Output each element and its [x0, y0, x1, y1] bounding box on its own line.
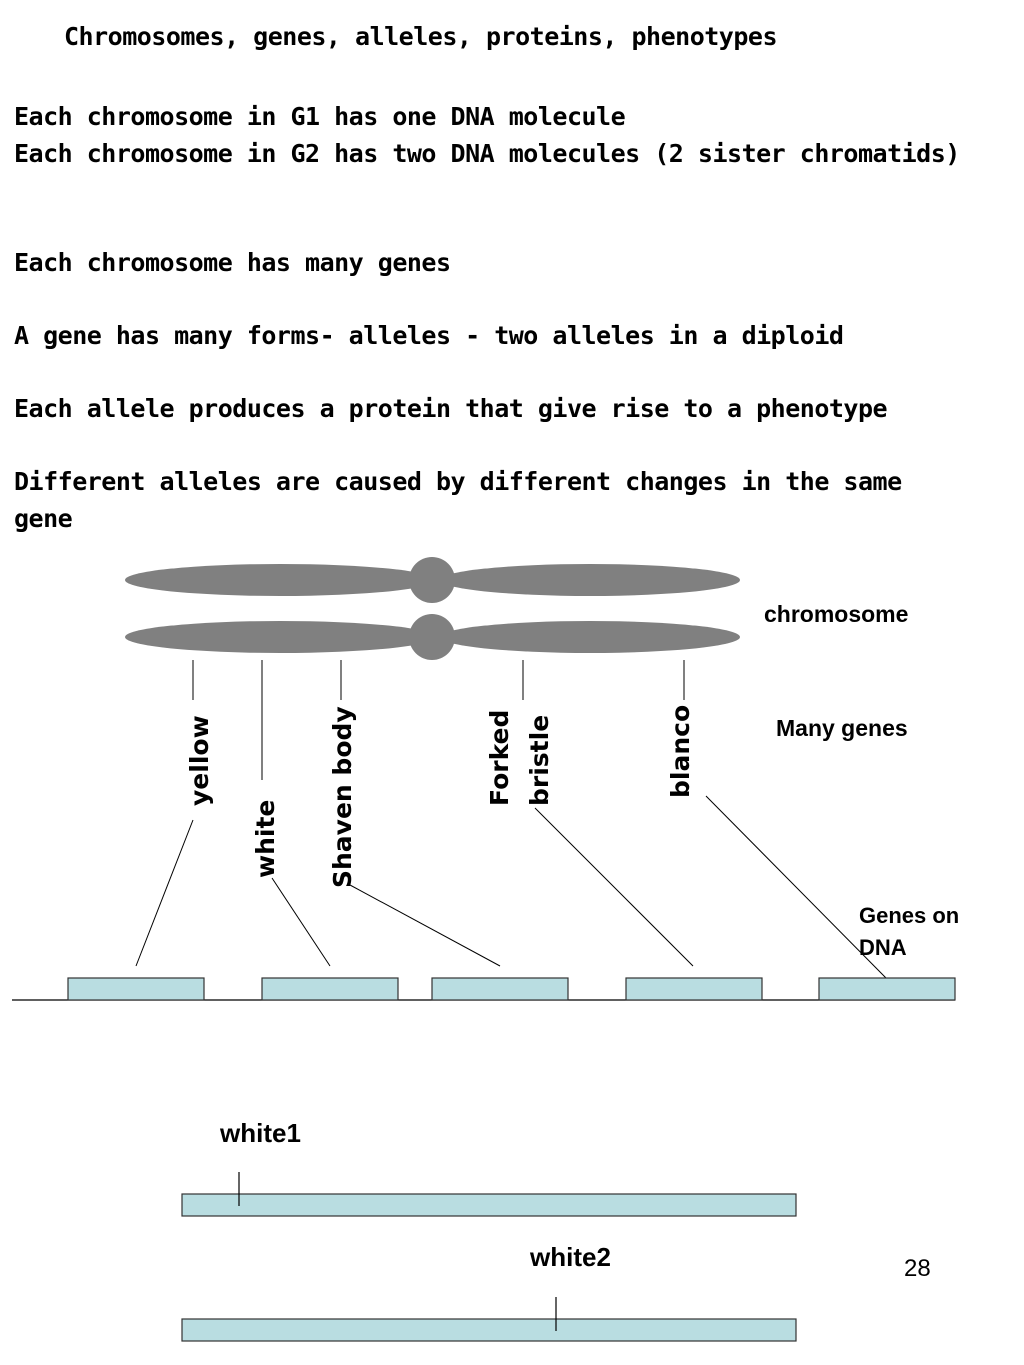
allele-boxes [181, 1193, 797, 1342]
paragraph-different-alleles: Different alleles are caused by differen… [14, 467, 902, 533]
paragraph-many-genes: Each chromosome has many genes [14, 248, 451, 277]
genes-on-dna-label: Genes on DNA [859, 903, 960, 960]
gene-label-forked: Forked [485, 709, 514, 806]
gene-label-blanco: blanco [666, 704, 695, 798]
paragraph-protein-phenotype: Each allele produces a protein that give… [14, 394, 888, 423]
gene-box-shaven [431, 977, 569, 1001]
page-number: 28 [904, 1255, 931, 1282]
gene-label-bristle: bristle [525, 714, 554, 806]
allele-label-white1: white1 [220, 1118, 301, 1148]
gene-label-yellow: yellow [185, 715, 214, 806]
gene-box-yellow [67, 977, 205, 1001]
many-genes-label: Many genes [776, 715, 908, 741]
chromosome-gene-connectors [192, 660, 685, 780]
paragraph-g1: Each chromosome in G1 has one DNA molecu… [14, 102, 626, 131]
gene-label-shaven-body: Shaven body [328, 706, 357, 888]
gene-dna-connectors [135, 795, 887, 979]
gene-box-blanco [818, 977, 956, 1001]
chromosome-label: chromosome [764, 601, 909, 627]
slide-title: Chromosomes, genes, alleles, proteins, p… [64, 22, 778, 51]
chromosome-shape [125, 557, 740, 660]
allele-box-white2 [181, 1318, 797, 1342]
gene-label-white: white [251, 799, 280, 878]
paragraph-chromosome-dna: Each chromosome in G1 has one DNA molecu… [14, 98, 974, 172]
dna-gene-boxes [67, 977, 956, 1001]
paragraph-alleles: A gene has many forms- alleles - two all… [14, 321, 844, 350]
allele-label-white2: white2 [530, 1242, 611, 1272]
gene-box-white [261, 977, 399, 1001]
paragraph-g2: Each chromosome in G2 has two DNA molecu… [14, 139, 960, 168]
allele-box-white1 [181, 1193, 797, 1217]
gene-box-forked [625, 977, 763, 1001]
